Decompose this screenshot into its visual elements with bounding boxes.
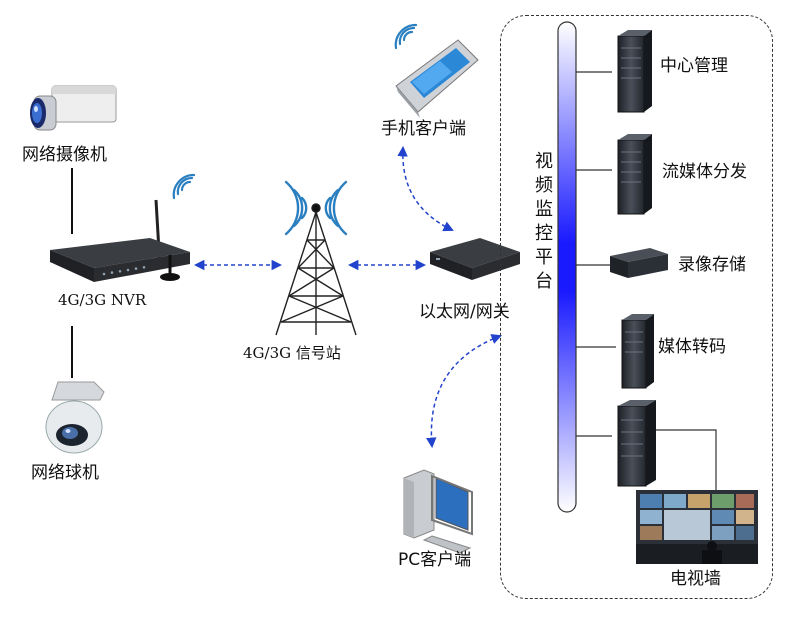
nvr-label: 4G/3G NVR — [58, 291, 147, 309]
wifi-icon — [172, 173, 196, 200]
recording-label: 录像存储 — [678, 255, 746, 275]
video-wall-icon — [636, 490, 758, 564]
cell-tower-icon — [275, 203, 357, 336]
transcoding-label: 媒体转码 — [658, 337, 726, 357]
gateway-icon — [430, 238, 520, 280]
platform-container — [500, 15, 773, 599]
platform-bus — [557, 21, 577, 513]
server-icon — [610, 248, 668, 278]
dome-camera-label: 网络球机 — [31, 463, 99, 483]
gateway-pc-link — [426, 334, 502, 449]
dome-camera-icon — [45, 381, 105, 454]
server-wall-link — [650, 429, 717, 490]
server-icon — [617, 30, 652, 113]
phone-gateway-link — [397, 145, 454, 232]
server-icon — [621, 314, 654, 389]
video-wall-label: 电视墙 — [670, 569, 721, 589]
server-icon — [617, 134, 652, 215]
ip-camera-icon — [30, 85, 117, 131]
pc-icon — [403, 469, 473, 554]
phone-wifi-icon — [394, 23, 418, 50]
streaming-label: 流媒体分发 — [662, 162, 747, 182]
pc-client-label: PC客户端 — [398, 550, 472, 570]
server-icon — [617, 400, 656, 487]
gateway-label: 以太网/网关 — [419, 302, 510, 322]
mobile-client-label: 手机客户端 — [381, 119, 466, 139]
center-management-label: 中心管理 — [660, 56, 728, 76]
base-station-label: 4G/3G 信号站 — [243, 344, 341, 362]
nvr-icon — [50, 199, 190, 282]
tower-signal-icon — [284, 180, 348, 236]
platform-title: 视 频 监 控 平 台 — [535, 151, 553, 292]
smartphone-icon — [395, 39, 479, 118]
ip-camera-label: 网络摄像机 — [22, 145, 107, 165]
